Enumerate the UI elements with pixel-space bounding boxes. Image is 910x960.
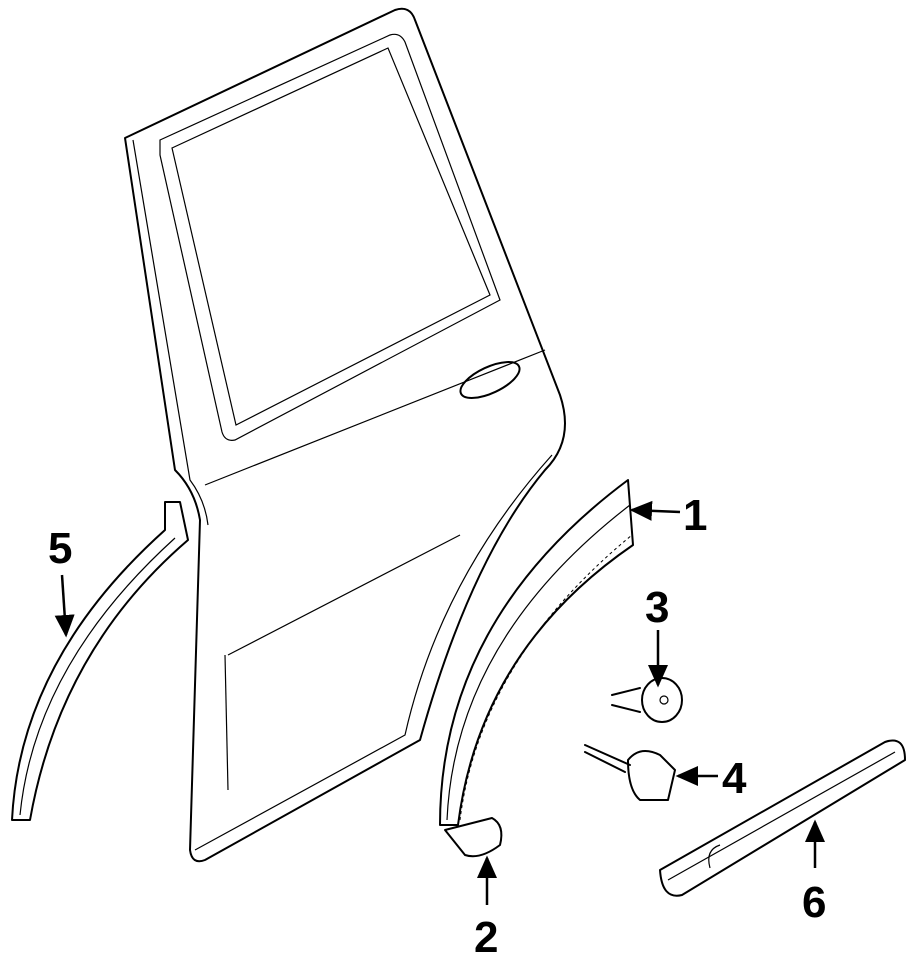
leader-1 [629, 500, 681, 521]
callout-4: 4 [722, 754, 747, 803]
leader-5 [54, 574, 75, 638]
part-5-arch-molding [11, 501, 189, 821]
part-3-clip [611, 677, 683, 723]
part-6-side-molding [659, 739, 906, 897]
callout-1: 1 [683, 491, 707, 540]
callout-3: 3 [645, 583, 669, 632]
callout-2: 2 [474, 913, 498, 960]
part-1-wheel-arch [439, 479, 634, 826]
rear-door [124, 7, 566, 863]
callout-5: 5 [48, 524, 72, 573]
callout-6: 6 [802, 878, 826, 927]
part-4-fastener [584, 744, 676, 801]
part-2-end-cap [444, 817, 503, 858]
